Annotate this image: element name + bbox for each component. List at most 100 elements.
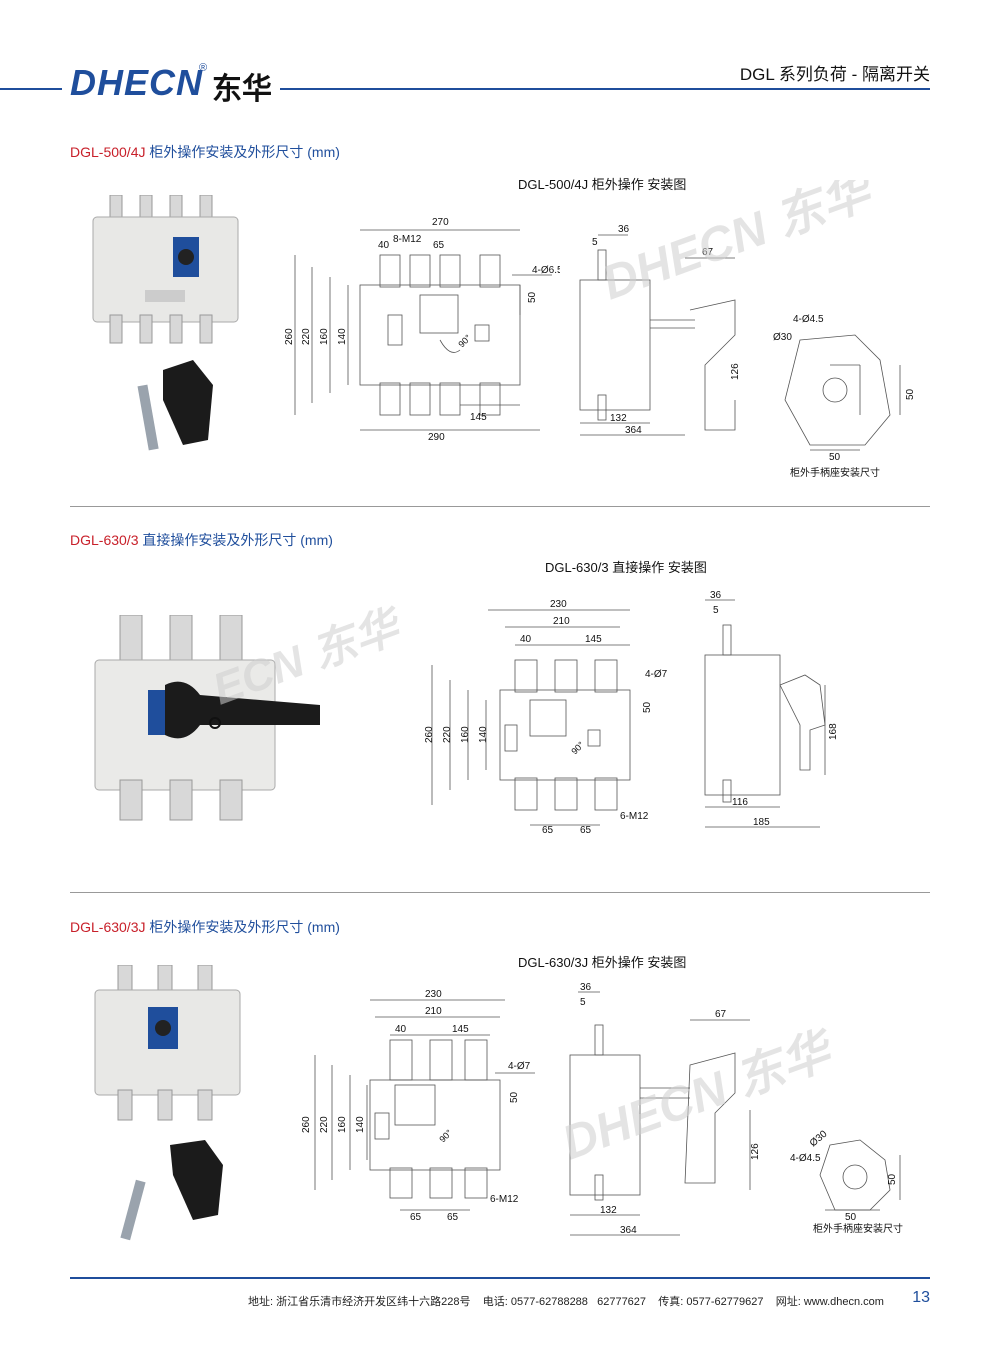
dim-65a: 65 (542, 825, 554, 836)
dim-364: 364 (625, 425, 642, 436)
dim-67: 67 (715, 1009, 727, 1020)
dim-65a: 65 (410, 1212, 422, 1223)
dim-145: 145 (585, 634, 602, 645)
dim-260: 260 (301, 1116, 312, 1133)
base-hole: 4-Ø4.5 (790, 1153, 821, 1164)
dim-hole: 4-Ø7 (645, 669, 668, 680)
dim-hole: 4-Ø6.5 (532, 265, 560, 276)
header-rule-right (280, 88, 930, 90)
svg-text:DHECN 东华: DHECN 东华 (560, 1023, 843, 1171)
section-3-handle-base-drawing: Ø30 4-Ø4.5 50 50 柜外手柄座安装尺寸 (790, 1128, 903, 1235)
dim-290: 290 (428, 432, 445, 443)
footer-phone-2: 62777627 (597, 1296, 647, 1308)
footer-web-link[interactable]: www.dhecn.com (803, 1296, 884, 1308)
dim-hole: 4-Ø7 (508, 1061, 531, 1072)
dim-90deg: 90° (437, 1127, 454, 1144)
base-caption: 柜外手柄座安装尺寸 (790, 466, 880, 479)
dim-260: 260 (284, 328, 295, 345)
dim-140: 140 (478, 726, 489, 743)
section-2-heading: DGL-630/3 直接操作安装及外形尺寸 (mm) (70, 530, 333, 550)
dim-160: 160 (337, 1116, 348, 1133)
section-3-front-drawing: 230 210 40 145 4-Ø7 50 260 220 160 140 9… (301, 989, 535, 1223)
dim-40: 40 (520, 634, 532, 645)
dim-220: 220 (442, 726, 453, 743)
dim-5: 5 (580, 997, 586, 1008)
section-1-drawing-title: DGL-500/4J 柜外操作 安装图 (518, 177, 687, 192)
dim-230: 230 (425, 989, 442, 1000)
dim-160: 160 (319, 328, 330, 345)
dim-8-m12: 8-M12 (393, 234, 422, 245)
dim-m12: 6-M12 (620, 811, 649, 822)
section-3-heading-text: 柜外操作安装及外形尺寸 (mm) (149, 919, 340, 935)
dim-5: 5 (592, 237, 598, 248)
dim-210: 210 (553, 616, 570, 627)
series-title: DGL 系列负荷 - 隔离开关 (739, 65, 930, 84)
section-1-heading-text: 柜外操作安装及外形尺寸 (mm) (149, 144, 340, 160)
footer-rule (70, 1277, 930, 1279)
base-dia: Ø30 (773, 332, 792, 343)
watermark-logo-3: DHECN 东华 (560, 1023, 843, 1171)
dim-65b: 65 (580, 825, 592, 836)
section-1-heading: DGL-500/4J 柜外操作安装及外形尺寸 (mm) (70, 142, 340, 162)
section-divider-1 (70, 506, 930, 507)
dim-160: 160 (460, 726, 471, 743)
base-caption: 柜外手柄座安装尺寸 (813, 1222, 903, 1235)
section-3-heading: DGL-630/3J 柜外操作安装及外形尺寸 (mm) (70, 917, 340, 937)
section-1-product-photo (92, 195, 239, 451)
svg-text:DHECN 东华: DHECN 东华 (600, 180, 883, 310)
dim-65: 65 (433, 240, 445, 251)
section-2-product-photo (94, 615, 320, 821)
base-50v: 50 (905, 388, 916, 400)
footer-web-label: 网址: (775, 1296, 801, 1308)
page-number: 13 (912, 1289, 930, 1306)
footer-fax: 0577-62779627 (686, 1296, 764, 1308)
dim-90deg: 90° (456, 332, 473, 349)
section-3-model: DGL-630/3J (70, 919, 146, 935)
dim-145: 145 (470, 412, 487, 423)
dim-145: 145 (452, 1024, 469, 1035)
dim-220: 220 (319, 1116, 330, 1133)
dim-50: 50 (509, 1091, 520, 1103)
svg-text:ECN 东华: ECN 东华 (215, 600, 411, 714)
section-3-product-photo (94, 965, 241, 1241)
brand-logo-cn: 东华 (212, 73, 272, 106)
base-50h: 50 (845, 1212, 857, 1223)
dim-220: 220 (301, 328, 312, 345)
dim-65b: 65 (447, 1212, 459, 1223)
footer-phone-1: 0577-62788288 (510, 1296, 588, 1308)
section-divider-2 (70, 892, 930, 893)
header-rule-left (0, 88, 62, 90)
footer-address-label: 地址: (248, 1296, 274, 1308)
dim-140: 140 (355, 1116, 366, 1133)
section-2-front-drawing: 230 210 40 145 4-Ø7 50 260 220 160 140 9… (424, 599, 668, 836)
section-3-side-drawing: 36 5 67 126 132 364 (569, 982, 760, 1236)
dim-40: 40 (395, 1024, 407, 1035)
dim-132: 132 (610, 413, 627, 424)
dim-90deg: 90° (569, 739, 586, 756)
dim-126: 126 (730, 363, 741, 380)
dim-36: 36 (710, 590, 722, 601)
dim-50: 50 (527, 291, 538, 303)
dim-260: 260 (424, 726, 435, 743)
section-2-model: DGL-630/3 (70, 532, 139, 548)
section-2-side-drawing: 36 5 168 116 185 (704, 590, 839, 828)
dim-270: 270 (432, 217, 449, 228)
dim-230: 230 (550, 599, 567, 610)
section-1-front-drawing: 270 40 8-M12 65 4-Ø6.5 50 260 220 160 14… (284, 217, 560, 443)
dim-67: 67 (702, 247, 714, 258)
footer-info: 地址: 浙江省乐清市经济开发区纬十六路228号 电话: 0577-6278828… (248, 1293, 884, 1309)
dim-168: 168 (828, 723, 839, 740)
footer-phone-label: 电话: (482, 1296, 508, 1308)
base-50h: 50 (829, 452, 841, 463)
dim-210: 210 (425, 1006, 442, 1017)
watermark-logo-2: ECN 东华 (215, 600, 411, 714)
dim-m12: 6-M12 (490, 1194, 519, 1205)
base-hole: 4-Ø4.5 (793, 314, 824, 325)
dim-36: 36 (618, 224, 630, 235)
dim-40: 40 (378, 240, 390, 251)
brand-logo: DHECN (70, 62, 204, 103)
dim-116: 116 (732, 797, 748, 808)
dim-364: 364 (620, 1225, 637, 1236)
base-50v: 50 (887, 1173, 898, 1185)
section-2-heading-text: 直接操作安装及外形尺寸 (mm) (142, 532, 333, 548)
